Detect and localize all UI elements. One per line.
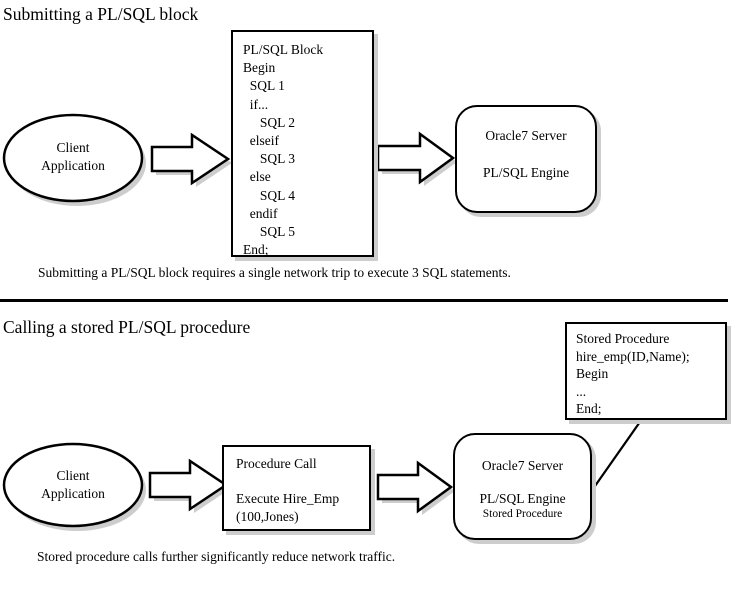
plsql-engine-label: PL/SQL Engine xyxy=(479,491,566,506)
section-divider xyxy=(0,299,728,302)
section2-caption: Stored procedure calls further significa… xyxy=(37,549,396,564)
stored-procedure-box: Stored Procedure hire_emp(ID,Name); Begi… xyxy=(565,322,727,420)
stored-procedure-label: Stored Procedure xyxy=(482,508,563,520)
client-application-ellipse xyxy=(2,113,144,203)
client-application-label: Client Application xyxy=(41,140,105,173)
server-name-label: Oracle7 Server xyxy=(481,458,564,473)
flow-arrow-icon xyxy=(376,131,456,185)
procedure-call-code: Procedure Call Execute Hire_Emp (100,Jon… xyxy=(236,456,340,524)
section2-title: Calling a stored PL/SQL procedure xyxy=(3,317,251,337)
plsql-engine-label: PL/SQL Engine xyxy=(482,165,570,180)
oracle-server-node: Oracle7 Server PL/SQL Engine Stored Proc… xyxy=(453,433,592,540)
section1-title: Submitting a PL/SQL block xyxy=(3,4,199,24)
flow-arrow-icon xyxy=(148,458,229,512)
plsql-block-code: PL/SQL Block Begin SQL 1 if... SQL 2 els… xyxy=(243,42,324,258)
plsql-block-box: PL/SQL Block Begin SQL 1 if... SQL 2 els… xyxy=(231,30,374,257)
stored-procedure-code: Stored Procedure hire_emp(ID,Name); Begi… xyxy=(576,331,690,416)
flow-arrow-icon xyxy=(150,132,231,186)
section1-caption: Submitting a PL/SQL block requires a sin… xyxy=(38,265,511,280)
flow-arrow-icon xyxy=(376,460,454,514)
server-name-label: Oracle7 Server xyxy=(485,128,567,143)
client-application-ellipse xyxy=(2,442,144,528)
oracle-server-node: Oracle7 Server PL/SQL Engine xyxy=(455,105,597,213)
procedure-call-box: Procedure Call Execute Hire_Emp (100,Jon… xyxy=(222,445,371,531)
client-application-label: Client Application xyxy=(41,468,105,501)
callout-connector-line xyxy=(594,418,643,487)
